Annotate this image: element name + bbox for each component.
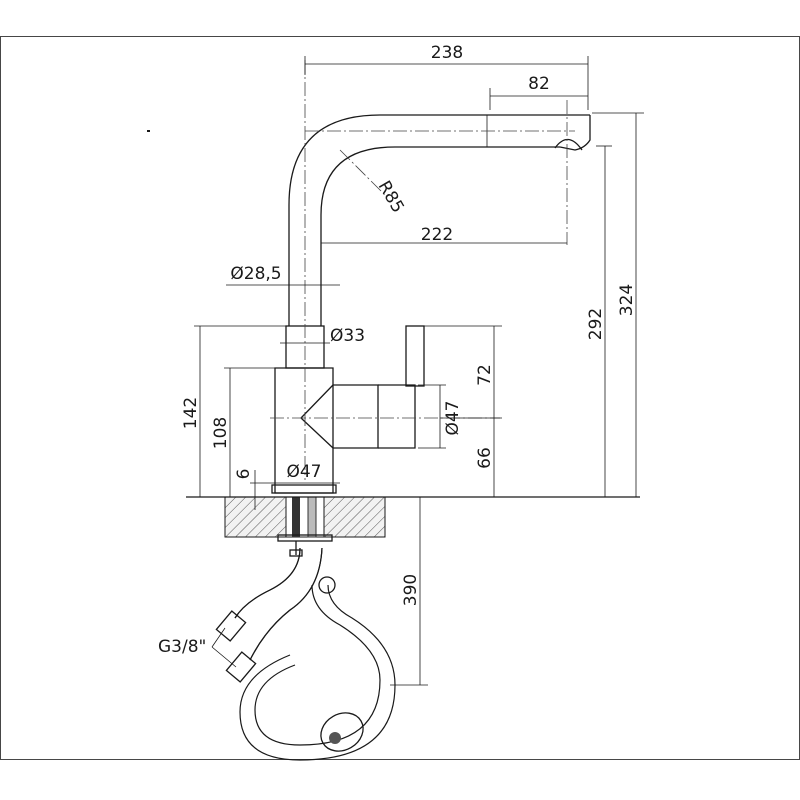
dim-body-height-total: 142 — [181, 397, 201, 429]
dim-spout-height: 292 — [586, 308, 606, 340]
radius-leader — [339, 149, 386, 196]
dim-base-diameter: Ø47 — [286, 462, 321, 482]
dim-total-height: 324 — [617, 284, 637, 316]
supply-hoses — [215, 547, 396, 761]
faucet-outline — [271, 114, 591, 494]
dim-spout-diameter: Ø28,5 — [230, 264, 281, 284]
drawing-frame — [0, 36, 800, 760]
dim-body-height: 108 — [211, 417, 231, 449]
dim-neck-diameter: Ø33 — [330, 326, 365, 346]
dim-base-thickness: 6 — [234, 469, 254, 480]
dim-spout-reach-top: 82 — [528, 74, 550, 94]
dim-spout-reach: 222 — [421, 225, 453, 245]
dim-lever-diameter: Ø47 — [443, 400, 463, 435]
dim-bend-radius: R85 — [374, 178, 408, 217]
dim-overall-width: 238 — [431, 43, 463, 63]
dim-hose-length: 390 — [401, 574, 421, 606]
dim-lever-height-lower: 66 — [475, 447, 495, 469]
stray-mark — [147, 130, 150, 132]
dim-lever-height-upper: 72 — [475, 364, 495, 386]
dim-connection-thread: G3/8" — [158, 637, 206, 657]
